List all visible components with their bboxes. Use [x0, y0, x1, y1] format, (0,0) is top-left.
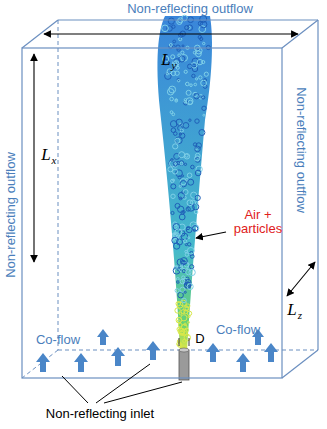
inlet-label: Non-reflecting inlet	[46, 407, 154, 421]
dimension-symbol: L	[287, 301, 296, 320]
plume-pointer	[196, 232, 226, 238]
outflow-label: Non-reflecting outflow	[127, 2, 253, 16]
inlet-leaders	[62, 364, 182, 403]
plume-label: Air + particles	[227, 208, 289, 237]
lx-dimension	[33, 54, 34, 262]
dimension-symbol: L	[41, 146, 50, 165]
coflow-label: Co-flow	[216, 323, 260, 337]
coflow-label: Co-flow	[36, 333, 80, 347]
dimension-subscript: y	[172, 59, 177, 71]
outflow-label: Non-reflecting outflow	[294, 87, 308, 213]
lz-dimension	[287, 262, 315, 296]
jet-plume	[158, 16, 213, 352]
dimension-subscript: x	[52, 154, 57, 166]
dimension-symbol: L	[161, 51, 170, 70]
nozzle-pipe	[179, 350, 189, 380]
outflow-label: Non-reflecting outflow	[4, 152, 18, 278]
domain-box	[22, 20, 318, 378]
ly-dimension	[44, 33, 298, 34]
diameter-label: D	[195, 332, 204, 346]
dimension-subscript: z	[298, 309, 302, 321]
